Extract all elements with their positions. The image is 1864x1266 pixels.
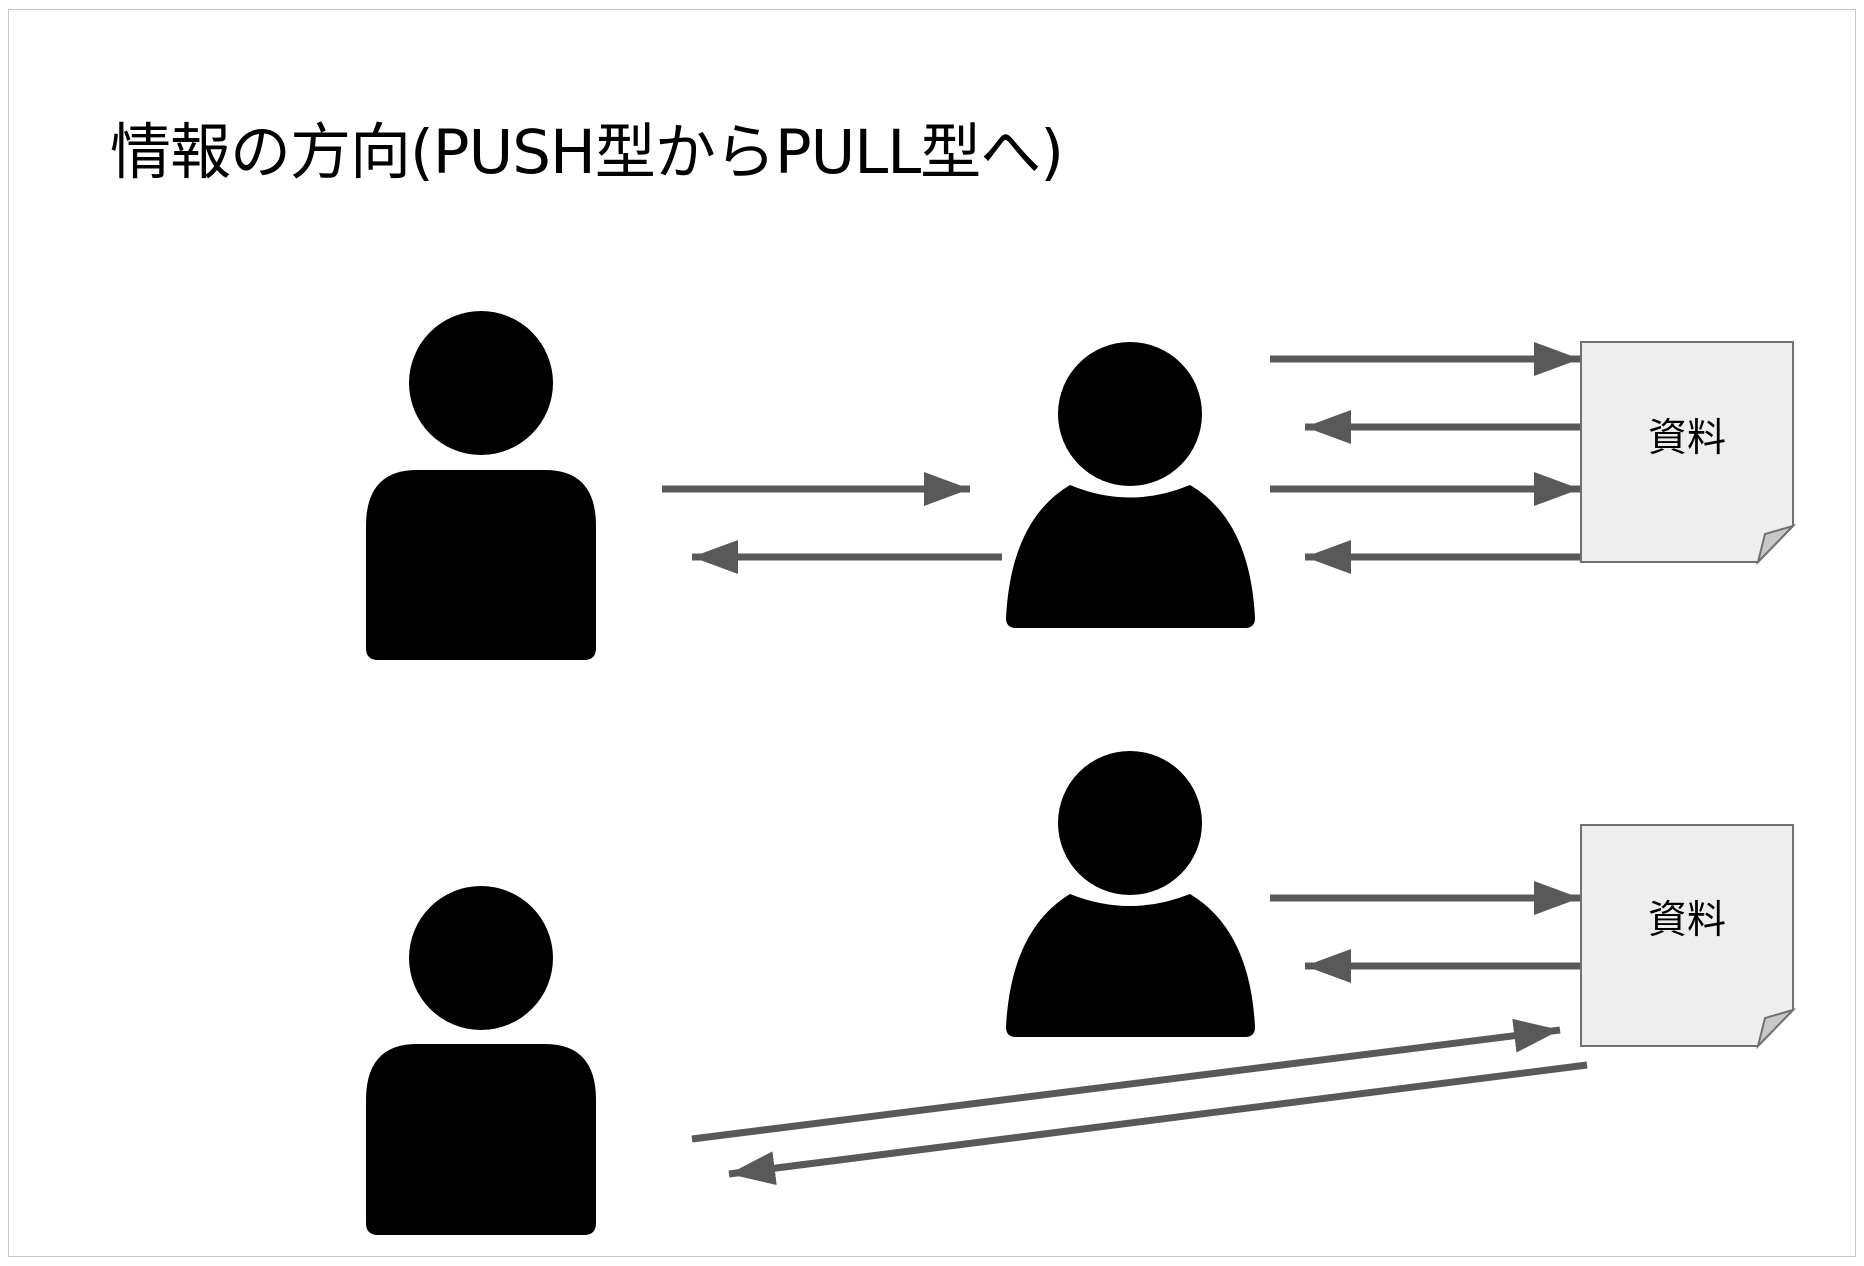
document-icon: [1580, 341, 1797, 566]
arrow-document-to-sender-diagonal: [728, 1061, 1588, 1186]
person-sender-bottom: [366, 886, 596, 1235]
document-label-top: 資料: [1647, 416, 1727, 461]
page-title: 情報の方向(PUSH型からPULL型へ): [110, 117, 1064, 188]
person-receiver-bottom: [1006, 751, 1255, 1037]
person-receiver-top: [1006, 342, 1255, 628]
person-square-icon: [366, 311, 596, 660]
person-round-icon: [1006, 751, 1255, 1037]
document-icon: [1580, 824, 1797, 1050]
document-label-bottom: 資料: [1647, 898, 1727, 943]
person-square-icon: [366, 886, 596, 1235]
person-round-icon: [1006, 342, 1255, 628]
person-sender-top: [366, 311, 596, 660]
arrow-sender-to-document-diagonal: [691, 1018, 1561, 1143]
